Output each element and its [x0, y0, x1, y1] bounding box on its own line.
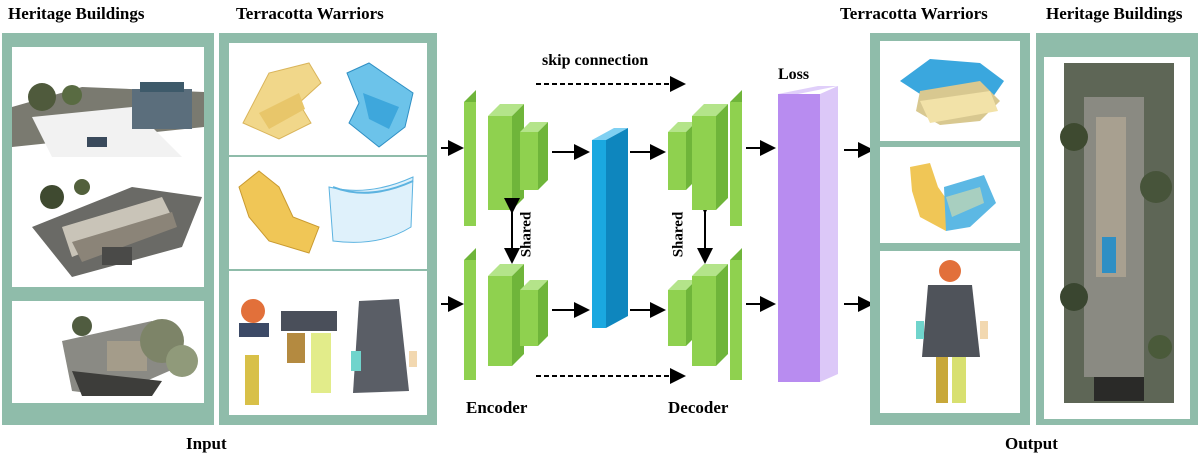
heritage-output-panel: [1036, 33, 1198, 425]
terracotta-output-panel: [870, 33, 1030, 425]
terracotta-fragment-1: [229, 43, 427, 155]
terracotta-input-panel: [219, 33, 437, 425]
encoder-top: [464, 90, 548, 226]
decoder-bottom: [668, 248, 742, 380]
label-loss: Loss: [778, 66, 810, 83]
decoder-top: [668, 90, 742, 226]
label-terracotta-input: Terracotta Warriors: [236, 4, 384, 23]
label-input: Input: [186, 434, 227, 453]
label-skip-connection: skip connection: [542, 52, 649, 69]
input-arrows: [441, 140, 464, 312]
encoder-bottom: [464, 248, 548, 380]
terracotta-output-3: [880, 251, 1020, 413]
heritage-scan-1: [12, 47, 204, 175]
label-heritage-output: Heritage Buildings: [1046, 4, 1183, 23]
terracotta-output-2: [880, 147, 1020, 243]
label-terracotta-output: Terracotta Warriors: [840, 4, 988, 23]
heritage-scan-3: [12, 301, 204, 403]
heritage-scan-2: [12, 167, 204, 287]
label-decoder: Decoder: [668, 398, 729, 417]
terracotta-parts: [229, 271, 427, 415]
loss-block: [778, 86, 838, 382]
heritage-output-scan: [1044, 57, 1190, 419]
label-shared-decoder: Shared: [670, 211, 687, 258]
label-encoder: Encoder: [466, 398, 528, 417]
latent-block: [592, 128, 628, 328]
label-output: Output: [1005, 434, 1058, 453]
terracotta-output-1: [880, 41, 1020, 141]
terracotta-fragment-2: [229, 157, 427, 269]
label-shared-encoder: Shared: [518, 211, 535, 258]
label-heritage-input: Heritage Buildings: [8, 4, 145, 23]
heritage-input-panel: [2, 33, 214, 425]
